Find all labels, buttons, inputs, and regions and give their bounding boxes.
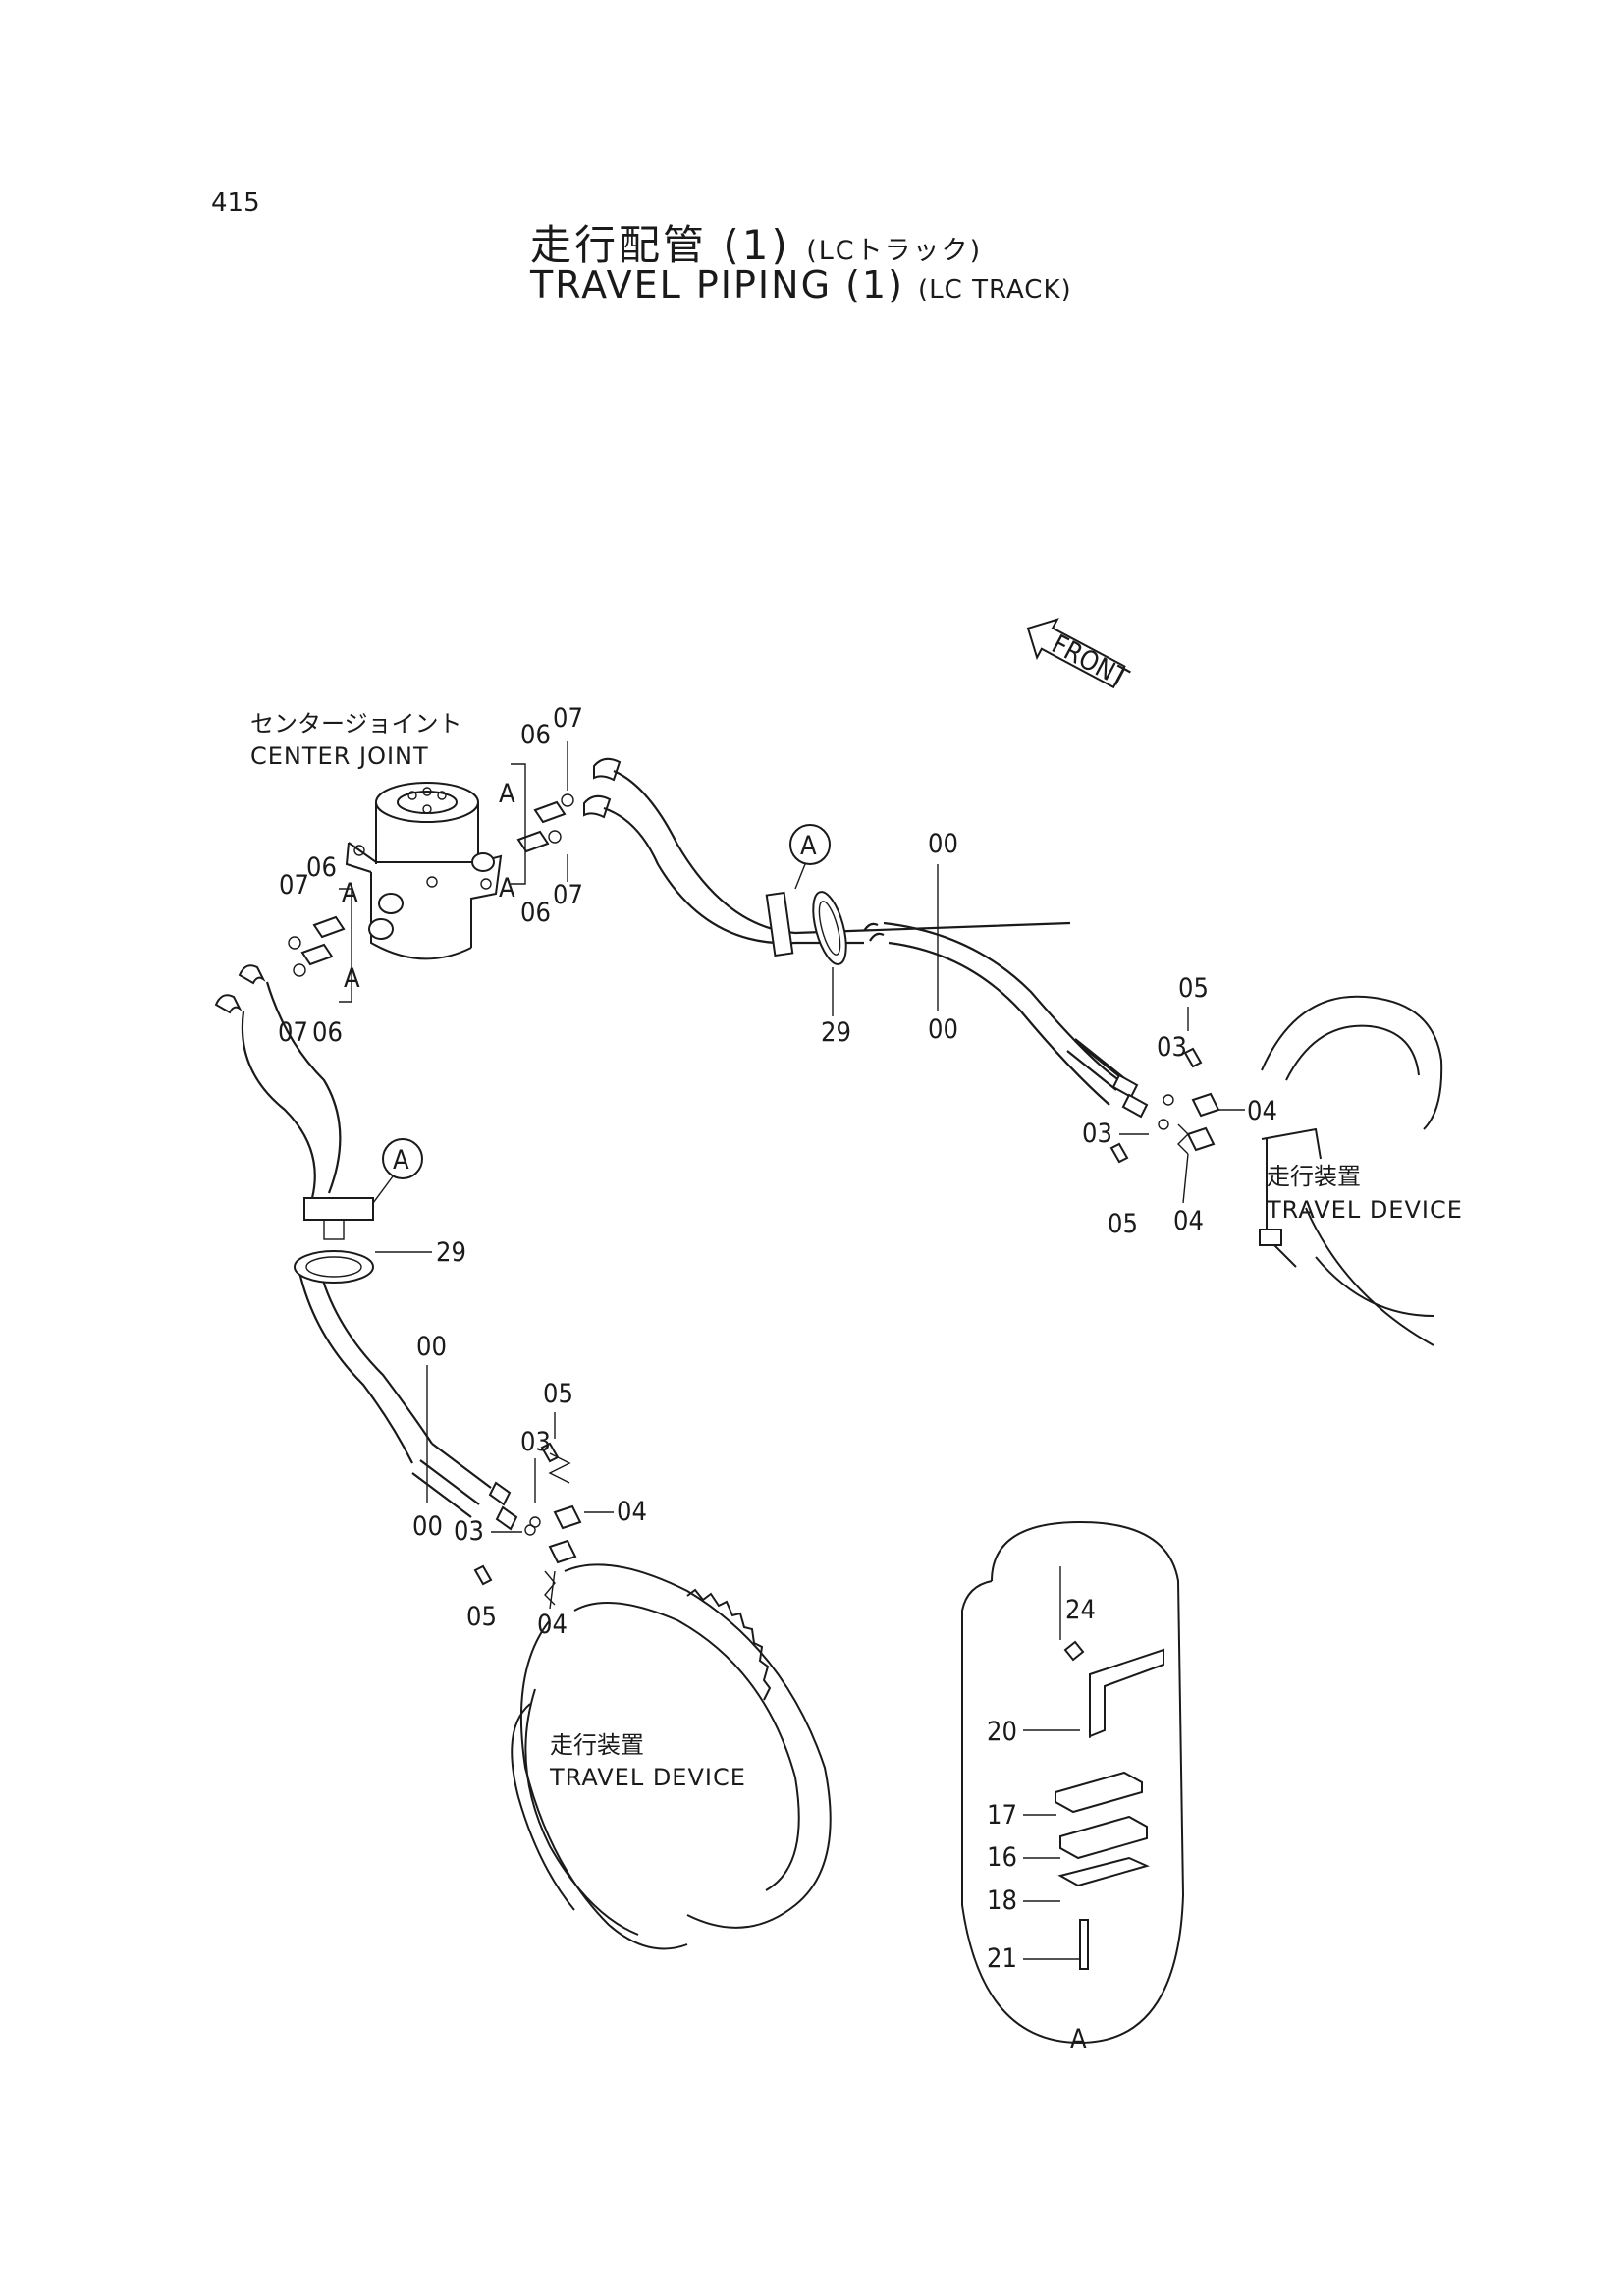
center-joint-left-fittings — [288, 888, 352, 1003]
callout-29-b: 29 — [436, 1237, 466, 1268]
right-travel-device-label-jp: 走行装置 — [1267, 1163, 1361, 1190]
callout-00-c: 00 — [416, 1332, 447, 1362]
callout-circle-a-upper: A — [800, 831, 817, 861]
callout-17: 17 — [987, 1800, 1017, 1831]
callout-06-a: 06 — [520, 720, 551, 750]
callout-24: 24 — [1065, 1595, 1096, 1625]
callout-03-d: 03 — [454, 1516, 484, 1547]
upper-hoses — [583, 757, 1149, 1119]
left-hoses — [214, 964, 518, 1531]
callout-07-b: 07 — [553, 880, 583, 910]
right-flange-fittings — [1109, 1047, 1220, 1164]
detail-a-bubble — [961, 1520, 1185, 2045]
callout-06-d: 06 — [312, 1017, 343, 1048]
callout-04-a: 04 — [1247, 1096, 1277, 1126]
left-travel-device-label-en: TRAVEL DEVICE — [549, 1764, 746, 1791]
callout-04-d: 04 — [537, 1610, 568, 1640]
callout-00-a: 00 — [928, 829, 958, 859]
front-arrow: FRONT — [1026, 618, 1133, 694]
callout-a-a: A — [499, 779, 515, 809]
callout-20: 20 — [987, 1717, 1017, 1747]
callout-00-b: 00 — [928, 1014, 958, 1045]
left-flange-fittings — [473, 1442, 582, 1606]
callout-06-b: 06 — [520, 898, 551, 928]
callout-03-c: 03 — [520, 1427, 551, 1457]
callout-29-a: 29 — [821, 1017, 851, 1048]
callout-a-c: A — [342, 878, 358, 908]
page-number: 415 — [211, 189, 260, 218]
callout-a-b: A — [499, 873, 515, 903]
callout-07-c: 07 — [279, 870, 309, 901]
center-joint-right-fittings — [511, 763, 574, 885]
title-japanese: 走行配管 (1) (LCトラック) — [530, 212, 982, 272]
callout-07-a: 07 — [553, 703, 583, 734]
front-arrow-label: FRONT — [1047, 629, 1133, 694]
title-en-sub: (LC TRACK) — [918, 275, 1072, 304]
right-travel-device — [1259, 995, 1443, 1346]
callout-a-d: A — [344, 963, 360, 994]
title-en-main: TRAVEL PIPING (1) — [530, 263, 904, 306]
center-joint — [345, 782, 503, 960]
callout-04-b: 04 — [1173, 1206, 1204, 1236]
title-jp-main: 走行配管 (1) — [530, 221, 790, 269]
left-travel-device — [511, 1563, 832, 1950]
callout-18: 18 — [987, 1886, 1017, 1916]
callout-circle-a-lower: A — [393, 1145, 409, 1175]
callout-03-a: 03 — [1157, 1032, 1187, 1063]
callout-04-c: 04 — [617, 1497, 647, 1527]
callout-05-c: 05 — [543, 1379, 573, 1409]
left-travel-device-label-jp: 走行装置 — [550, 1731, 644, 1759]
title-jp-sub: (LCトラック) — [806, 236, 983, 266]
center-joint-label-en: CENTER JOINT — [250, 742, 429, 770]
callout-21: 21 — [987, 1943, 1017, 1974]
center-joint-label-jp: センタージョイント — [250, 710, 462, 738]
detail-a-label: A — [1070, 2024, 1087, 2054]
callout-16: 16 — [987, 1842, 1017, 1873]
callout-06-c: 06 — [306, 852, 337, 883]
title-english: TRAVEL PIPING (1) (LC TRACK) — [530, 263, 1072, 306]
callout-00-d: 00 — [412, 1511, 443, 1542]
callout-05-d: 05 — [466, 1602, 497, 1632]
callout-05-b: 05 — [1108, 1209, 1138, 1239]
callout-03-b: 03 — [1082, 1119, 1112, 1149]
right-travel-device-label-en: TRAVEL DEVICE — [1266, 1196, 1463, 1224]
callout-05-a: 05 — [1178, 973, 1209, 1004]
